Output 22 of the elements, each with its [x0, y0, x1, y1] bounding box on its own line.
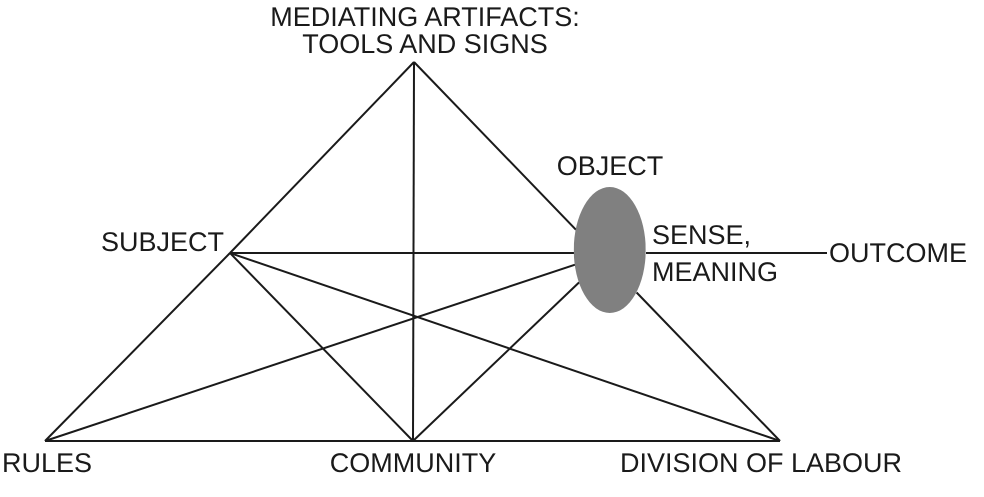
connector-line	[636, 292, 781, 442]
vertex-label: OUTCOME	[829, 240, 967, 267]
connector-line	[413, 61, 577, 230]
connector-line	[412, 282, 580, 442]
connector-line	[412, 62, 415, 441]
connector-line	[229, 61, 415, 254]
connector-line	[44, 264, 576, 442]
vertex-label: DIVISION OF LABOUR	[620, 450, 902, 477]
connector-line	[646, 252, 827, 254]
connector-line	[413, 440, 780, 442]
connector-line	[229, 252, 414, 442]
vertex-label: RULES	[2, 450, 92, 477]
connector-line	[230, 252, 780, 442]
connector-line	[44, 252, 231, 442]
side-label: MEANING	[652, 259, 778, 286]
connector-line	[45, 440, 413, 442]
vertex-label: MEDIATING ARTIFACTS: TOOLS AND SIGNS	[262, 4, 588, 58]
vertex-label: OBJECT	[556, 153, 664, 180]
vertex-label: COMMUNITY	[330, 450, 496, 477]
vertex-label: SUBJECT	[100, 229, 224, 256]
side-label: SENSE,	[652, 222, 752, 249]
connector-line	[230, 252, 574, 254]
